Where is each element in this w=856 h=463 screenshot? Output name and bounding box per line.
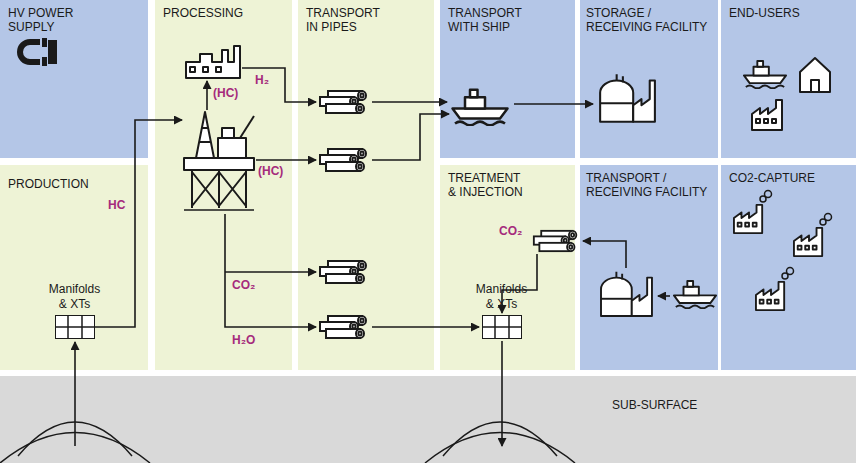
reservoir-structure [0,422,575,463]
flow-label: (HC) [258,164,283,178]
refinery-icon [186,46,240,78]
pipe-bundle-icon [534,231,576,251]
stage-panel: TRANSPORT IN PIPES [298,0,434,370]
emitting-factory-icons [734,191,832,311]
factory-icon [752,100,782,130]
ship-icon [453,90,508,126]
stage-panel: PRODUCTION Manifolds & XTs [0,165,148,370]
power-plug-icon [20,38,57,66]
flow-label: HC [108,198,125,212]
flow-arrows [75,68,670,446]
panel-title: TRANSPORT / RECEIVING FACILITY [586,171,714,200]
flow-label: CO₂ [499,224,522,238]
flow-label: CO₂ [232,278,255,292]
pipe-bundle-icon [320,316,366,338]
stage-panel: TRANSPORT WITH SHIP [440,0,575,158]
panel-title: STORAGE / RECEIVING FACILITY [586,6,714,35]
storage-facility-icon [600,74,655,122]
ship-icon [674,281,716,308]
offshore-platform-icon [184,112,254,210]
panel-title: PRODUCTION [8,177,89,191]
stage-panel: TRANSPORT / RECEIVING FACILITY [580,165,718,370]
panel-title: CO2-CAPTURE [729,171,815,185]
pipe-bundle-icon [320,149,366,171]
panel-title: HV POWER SUPPLY [8,6,88,35]
panel-title: SUB-SURFACE [612,398,697,412]
pipe-bundle-icon [320,261,366,283]
stage-panel: HV POWER SUPPLY [0,0,148,158]
panel-title: TRANSPORT IN PIPES [306,6,386,35]
stage-panel: STORAGE / RECEIVING FACILITY [580,0,718,158]
stage-panel: TREATMENT & INJECTION Manifolds & XTs [440,165,575,370]
pipe-bundle-icon [320,91,366,113]
node-heading: Manifolds & XTs [473,282,531,311]
ship-icon [744,61,786,88]
panel-title: END-USERS [729,6,800,20]
house-icon [800,58,830,92]
panel-title: TRANSPORT WITH SHIP [448,6,548,35]
panel-title: TREATMENT & INJECTION [448,171,526,200]
flow-label: H₂O [232,333,255,347]
receiving-facility-icon [601,272,652,316]
stage-panel: END-USERS [721,0,856,158]
flow-label: (HC) [213,86,238,100]
flow-label: H₂ [255,73,269,87]
node-heading: Manifolds & XTs [46,282,104,311]
subsurface-band: SUB-SURFACE [0,376,856,463]
panel-title: PROCESSING [163,6,243,20]
